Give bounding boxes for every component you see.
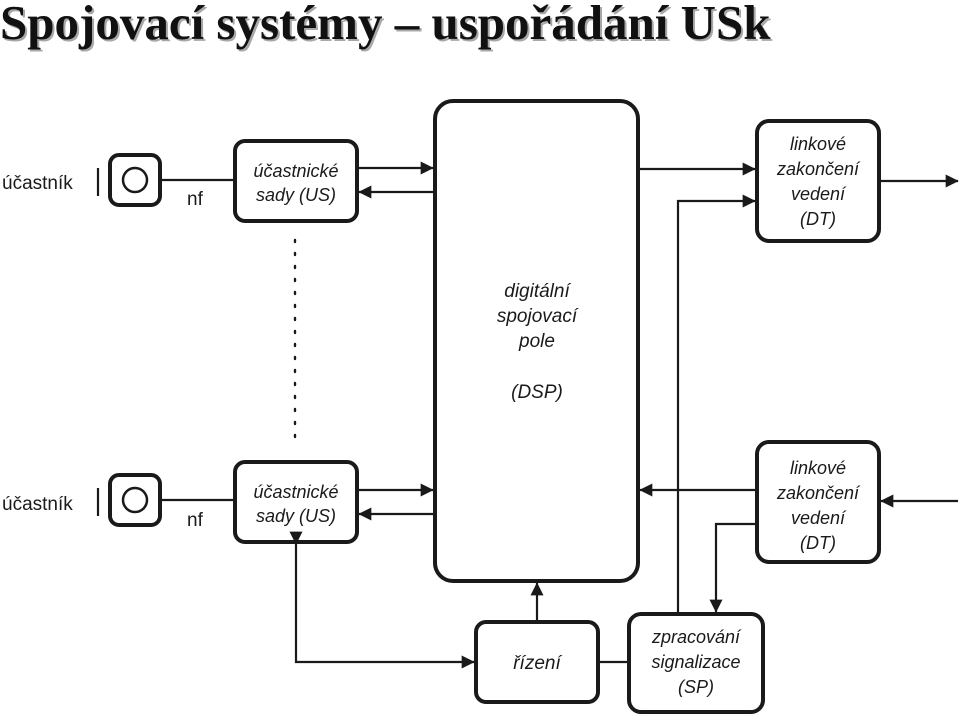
dt-line1: linkové	[790, 134, 846, 154]
subscriber-set-line1: účastnické	[253, 482, 338, 502]
signaling-unit: zpracování signalizace (SP)	[627, 612, 765, 714]
control-to-us-arrow	[289, 531, 475, 669]
control-label: řízení	[513, 653, 562, 674]
dt-line2: zakončení	[776, 483, 861, 503]
subscriber-set-line2: sady (US)	[256, 506, 336, 526]
dsp-line2: spojovací	[497, 306, 579, 327]
dt-line3: vedení	[791, 508, 847, 528]
line-termination-top: linkové zakončení vedení (DT)	[755, 119, 881, 243]
dsp-line4: (DSP)	[511, 382, 563, 403]
dt-line1: linkové	[790, 458, 846, 478]
page-title: Spojovací systémy – uspořádání USk	[0, 0, 771, 50]
subscriber-bottom: účastník nf	[2, 473, 235, 531]
dt-line2: zakončení	[776, 159, 861, 179]
sp-line1: zpracování	[651, 627, 742, 647]
subscriber-set-bottom: účastnické sady (US)	[233, 460, 359, 544]
switching-field: digitální spojovací pole (DSP)	[433, 99, 640, 583]
dt-line4: (DT)	[800, 533, 836, 553]
line-termination-bottom: linkové zakončení vedení (DT)	[755, 440, 881, 564]
subscriber-terminal	[108, 473, 162, 527]
subscriber-set-box	[233, 460, 359, 544]
subscriber-set-top: účastnické sady (US)	[233, 139, 359, 223]
terminal-circle-icon	[121, 486, 149, 514]
nf-label: nf	[187, 510, 204, 531]
dsp-box	[433, 99, 640, 583]
terminal-circle-icon	[121, 166, 149, 194]
sp-line3: (SP)	[678, 677, 714, 697]
dsp-line1: digitální	[504, 281, 571, 302]
dt-line4: (DT)	[800, 209, 836, 229]
subscriber-set-line1: účastnické	[253, 161, 338, 181]
dsp-line3: pole	[518, 331, 555, 352]
sp-to-dt-arrow	[676, 194, 756, 614]
subscriber-set-line2: sady (US)	[256, 185, 336, 205]
subscriber-label: účastník	[2, 494, 73, 515]
subscriber-top: účastník nf	[2, 153, 235, 210]
sp-line2: signalizace	[651, 652, 740, 672]
control-unit: řízení	[474, 620, 600, 704]
nf-label: nf	[187, 189, 204, 210]
subscriber-terminal	[108, 153, 162, 207]
dt-box	[755, 440, 881, 564]
dt-line3: vedení	[791, 184, 847, 204]
subscriber-set-box	[233, 139, 359, 223]
subscriber-label: účastník	[2, 173, 73, 194]
dt-to-sp-arrow	[709, 522, 757, 613]
